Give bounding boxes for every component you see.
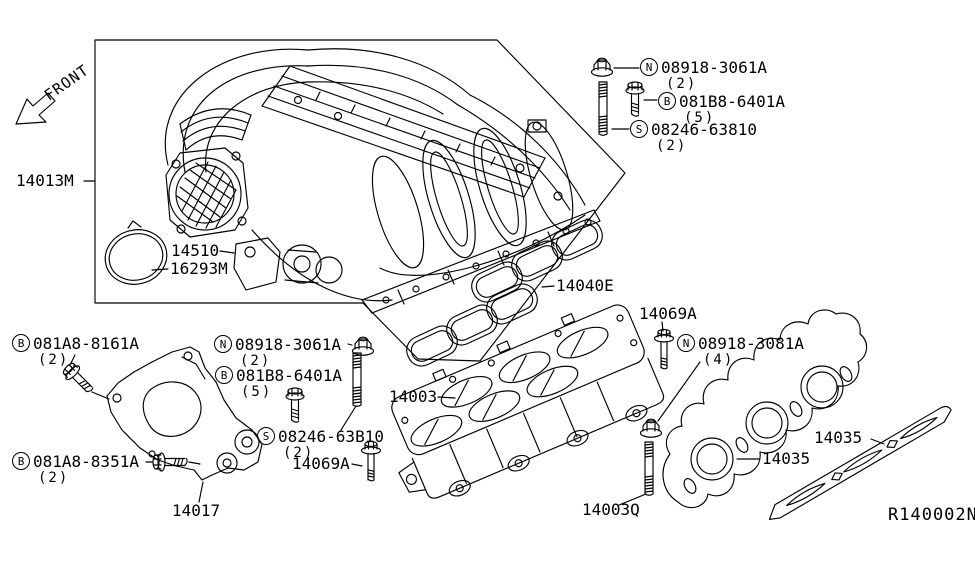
flange-nut-icon (639, 418, 663, 438)
hex-bolt-icon (152, 452, 188, 472)
circle-S-icon: S (630, 120, 648, 138)
callout-14003[interactable]: 14003 (389, 387, 438, 406)
circle-B-icon: B (215, 366, 233, 384)
circle-S-icon: S (257, 427, 275, 445)
callout-14013M[interactable]: 14013M (16, 171, 74, 190)
lower-intake-manifold-drawing (391, 304, 665, 499)
circle-N-icon: N (640, 58, 658, 76)
circle-B-icon: B (12, 452, 30, 470)
callout-14035-edge[interactable]: 14035 (814, 428, 863, 447)
exhaust-side-gasket-14035-front (662, 309, 868, 509)
callout-14040E[interactable]: 14040E (556, 276, 614, 295)
callout-14003Q[interactable]: 14003Q (582, 500, 640, 519)
front-arrow-icon (15, 92, 56, 125)
manifold-support-bracket-14017 (106, 346, 263, 481)
circle-N-icon: N (677, 334, 695, 352)
drawing-reference-number: R140002N (888, 505, 975, 525)
upper-manifold-frame-box (94, 39, 626, 362)
circle-B-icon: B (12, 334, 30, 352)
threaded-stud-icon (598, 81, 608, 136)
callout-14069A-lower[interactable]: 14069A (292, 454, 350, 473)
circle-N-icon: N (214, 335, 232, 353)
upper-intake-manifold-drawing (164, 48, 601, 314)
callout-14069A-upper[interactable]: 14069A (639, 304, 697, 323)
threaded-stud-icon (352, 352, 362, 407)
callout-16293M[interactable]: 16293M (170, 259, 228, 278)
callout-14035-front[interactable]: 14035 (762, 449, 811, 468)
threaded-stud-icon (644, 441, 654, 496)
circle-B-icon: B (658, 92, 676, 110)
washer-bolt-icon (653, 328, 675, 370)
exhaust-side-gasket-14035-edge (768, 405, 952, 521)
flange-nut-icon (590, 57, 614, 77)
callout-14510[interactable]: 14510 (171, 241, 220, 260)
throttle-gasket-16293M (104, 220, 168, 285)
leader-lines (70, 67, 885, 506)
callout-14017[interactable]: 14017 (172, 501, 221, 520)
power-valve-actuator-14510 (233, 237, 343, 291)
